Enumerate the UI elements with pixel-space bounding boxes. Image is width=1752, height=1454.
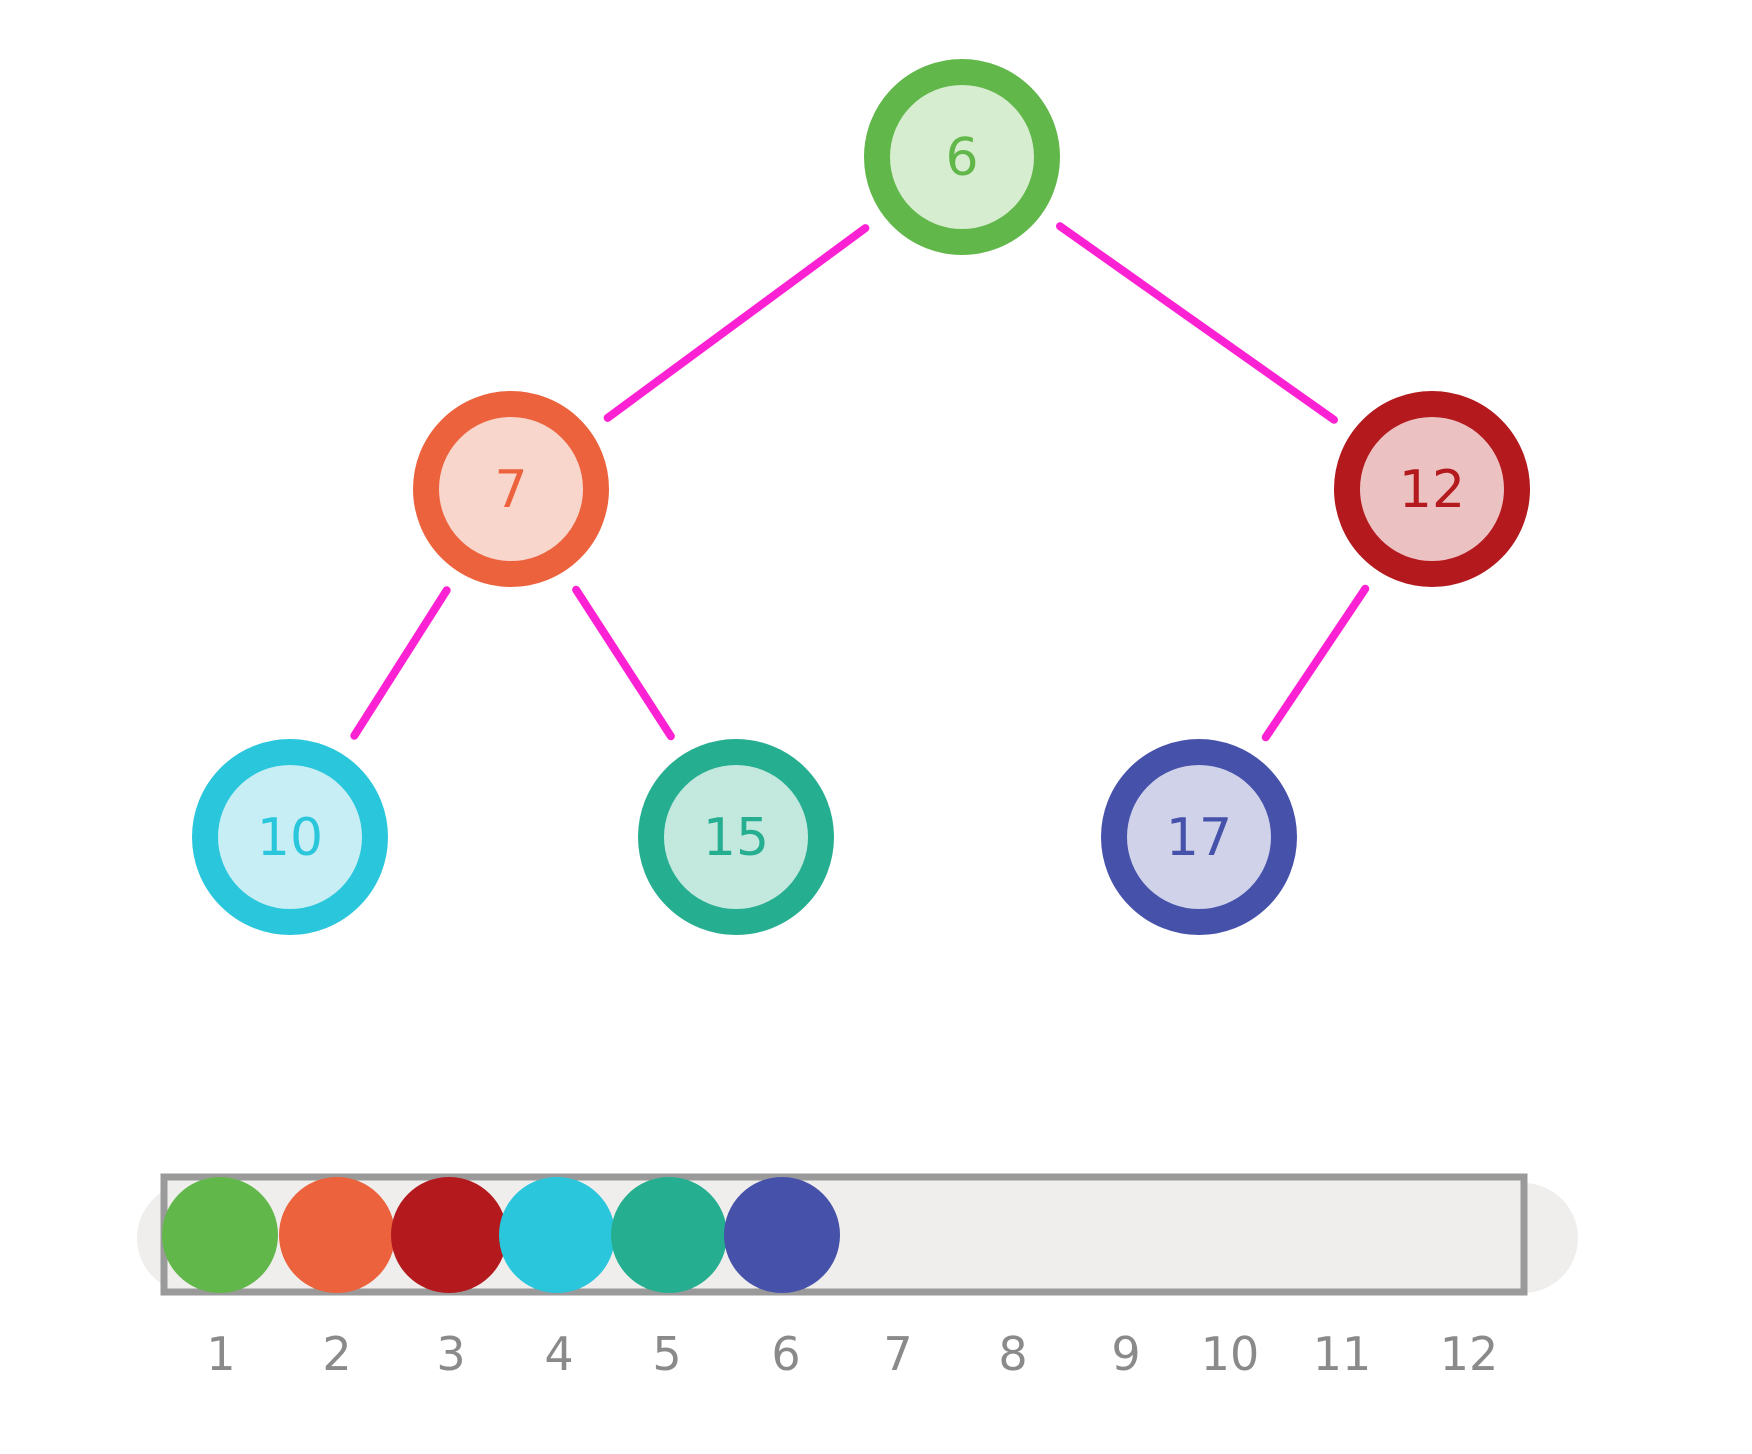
array-index: 12: [1440, 1327, 1499, 1381]
tree-node: 15: [638, 739, 834, 935]
tree-edge: [1056, 222, 1338, 424]
node-circle: [638, 739, 834, 935]
node-circle: [413, 391, 609, 587]
array-index: 10: [1201, 1327, 1260, 1381]
array-index: 8: [998, 1327, 1027, 1381]
tree-node: 6: [864, 59, 1060, 255]
node-value: 15: [703, 808, 769, 868]
tree-node: 10: [192, 739, 388, 935]
node-value: 12: [1399, 460, 1465, 520]
node-circle: [192, 739, 388, 935]
node-value: 17: [1166, 808, 1232, 868]
tree-edge: [1261, 584, 1370, 742]
array-element: [391, 1177, 507, 1293]
node-value: 7: [494, 460, 527, 520]
array-index: 5: [652, 1327, 681, 1381]
node-value: 6: [945, 128, 978, 188]
array-index: 9: [1111, 1327, 1140, 1381]
tree-nodes: 6 7 12 10 15 17: [192, 59, 1530, 935]
tree-node: 7: [413, 391, 609, 587]
node-circle: [1101, 739, 1297, 935]
array-element: [162, 1177, 278, 1293]
array-index: 1: [206, 1327, 235, 1381]
array-index: 4: [544, 1327, 573, 1381]
tree-edge: [603, 224, 870, 422]
array-index: 6: [771, 1327, 800, 1381]
tree-node: 17: [1101, 739, 1297, 935]
array-element: [724, 1177, 840, 1293]
node-value: 10: [257, 808, 323, 868]
array-index: 2: [322, 1327, 351, 1381]
tree-node: 12: [1334, 391, 1530, 587]
tree-edge: [350, 586, 451, 740]
tree-edge: [572, 585, 675, 741]
array-element: [499, 1177, 615, 1293]
node-circle: [1334, 391, 1530, 587]
tree-edges: [350, 222, 1370, 742]
array-index: 3: [436, 1327, 465, 1381]
heap-array: [137, 1173, 1578, 1296]
array-element: [611, 1177, 727, 1293]
node-circle: [864, 59, 1060, 255]
array-index: 7: [883, 1327, 912, 1381]
array-element: [279, 1177, 395, 1293]
array-index: 11: [1313, 1327, 1372, 1381]
